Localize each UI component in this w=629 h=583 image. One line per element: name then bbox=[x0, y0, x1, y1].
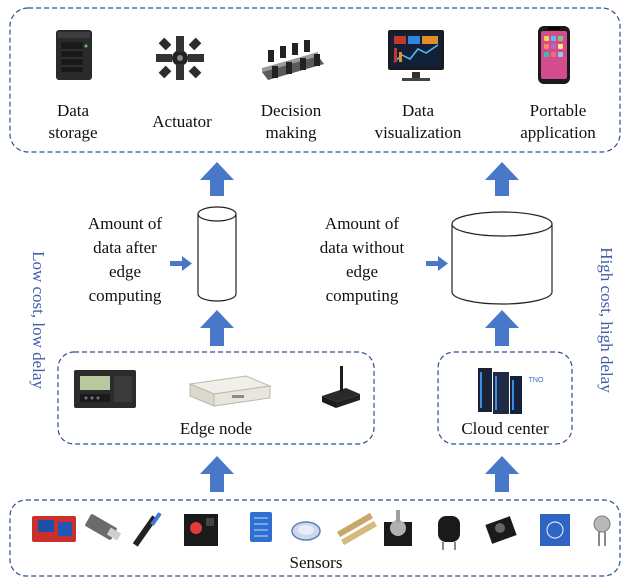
rotary-encoder-icon bbox=[384, 510, 412, 546]
photo-sensor-icon bbox=[593, 515, 611, 546]
dht-sensor-icon bbox=[250, 512, 272, 542]
smartphone-icon bbox=[538, 26, 570, 84]
left-small-arrow bbox=[170, 256, 192, 271]
edge-amount-line2: data after bbox=[93, 238, 157, 257]
high-cost-side-label: High cost, high delay bbox=[597, 247, 616, 393]
rfid-board-icon bbox=[540, 514, 570, 546]
edge-controller-icon bbox=[74, 370, 136, 408]
edge-node-label: Edge node bbox=[180, 419, 252, 438]
data-visualization-label-line2: visualization bbox=[375, 123, 462, 142]
actuator-label: Actuator bbox=[152, 112, 212, 131]
applications-panel bbox=[9, 7, 621, 153]
server-tower-icon bbox=[56, 30, 92, 80]
cloud-amount-line3: edge bbox=[346, 262, 378, 281]
decision-making-label-line1: Decision bbox=[261, 101, 322, 120]
meeting-room-icon bbox=[262, 40, 324, 80]
up-arrow-right-middle bbox=[485, 310, 519, 346]
microphone-sensor-icon bbox=[438, 516, 460, 550]
cloud-amount-line2: data without bbox=[320, 238, 405, 257]
cloud-amount-line1: Amount of bbox=[325, 214, 399, 233]
data-visualization-label-line1: Data bbox=[402, 101, 435, 120]
up-arrow-left-middle bbox=[200, 310, 234, 346]
robotic-actuator-icon bbox=[156, 36, 204, 80]
cloud-data-cylinder bbox=[451, 211, 553, 305]
server-rack-icon bbox=[478, 368, 522, 414]
right-small-arrow bbox=[426, 256, 448, 271]
low-cost-side-label: Low cost, low delay bbox=[29, 251, 48, 389]
gateway-box-icon bbox=[188, 375, 272, 407]
edge-node-panel bbox=[57, 351, 375, 445]
ultrasonic-probe-icon bbox=[85, 514, 122, 541]
cloud-center-panel bbox=[437, 351, 573, 445]
data-storage-label-line2: storage bbox=[48, 123, 97, 142]
motor-driver-icon bbox=[184, 514, 218, 546]
ir-sensor-icon bbox=[132, 512, 162, 547]
touch-disc-icon bbox=[291, 521, 321, 541]
edge-data-cylinder bbox=[197, 206, 237, 302]
up-arrow-left-top bbox=[200, 162, 234, 196]
decision-making-label-line2: making bbox=[266, 123, 317, 142]
relay-module-icon bbox=[32, 516, 76, 542]
sensors-panel bbox=[9, 499, 621, 577]
server-brand-text: TNO bbox=[529, 377, 544, 384]
portable-application-label-line2: application bbox=[520, 123, 596, 142]
monitor-chart-icon bbox=[388, 30, 444, 81]
soil-moisture-icon bbox=[337, 512, 377, 546]
up-arrow-left-bottom bbox=[200, 456, 234, 492]
data-storage-label-line1: Data bbox=[57, 101, 90, 120]
up-arrow-right-top bbox=[485, 162, 519, 196]
cloud-center-label: Cloud center bbox=[461, 419, 549, 438]
edge-amount-line4: computing bbox=[89, 286, 162, 305]
portable-application-label-line1: Portable bbox=[530, 101, 587, 120]
sensors-label: Sensors bbox=[290, 553, 343, 572]
joystick-sensor-icon bbox=[485, 516, 517, 544]
edge-amount-line3: edge bbox=[109, 262, 141, 281]
up-arrow-right-bottom bbox=[485, 456, 519, 492]
cloud-amount-line4: computing bbox=[326, 286, 399, 305]
edge-amount-line1: Amount of bbox=[88, 214, 162, 233]
server-brand-badge: TNO bbox=[526, 372, 546, 386]
wireless-router-icon bbox=[322, 366, 360, 408]
